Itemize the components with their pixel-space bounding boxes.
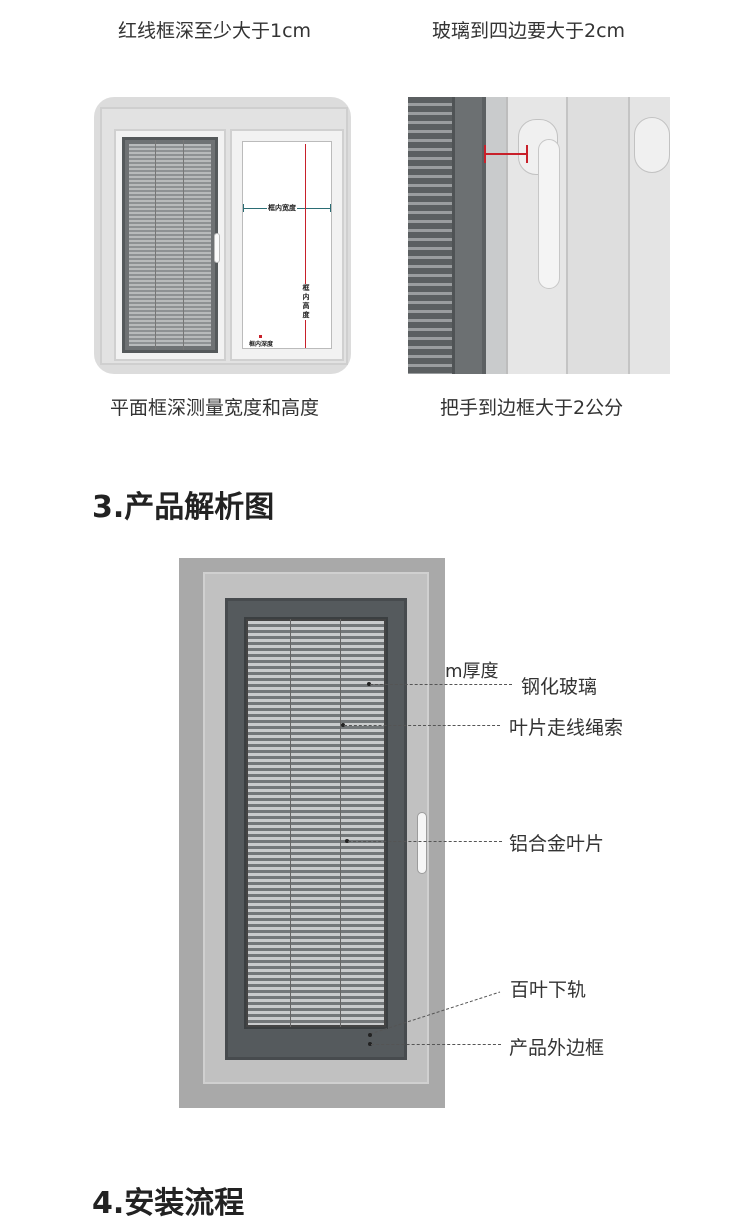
annotation-dot: [368, 1042, 372, 1046]
label-slat-cord: 叶片走线绳索: [509, 717, 624, 739]
diagram-outer-frame: [225, 598, 407, 1060]
diagram-cord: [290, 619, 291, 1027]
annotation-dot: [368, 1033, 372, 1037]
annotation-dot: [341, 723, 345, 727]
left-sash: [114, 129, 226, 361]
label-outer-frame: 产品外边框: [509, 1037, 605, 1059]
right-glass-pane: 框内宽度 框 内 高 度 框内深度: [242, 141, 332, 349]
section-title-product-diagram: 3.产品解析图: [92, 490, 275, 525]
label-tempered-glass: 钢化玻璃: [521, 676, 598, 698]
window-outer-frame: 框内宽度 框 内 高 度 框内深度: [100, 107, 348, 365]
blind-cord: [183, 140, 184, 350]
depth-label: 框内深度: [249, 339, 274, 348]
height-measure-line: [305, 144, 306, 348]
closeup-glass-edge: [486, 97, 506, 374]
width-measure-tick: [330, 204, 331, 212]
closeup-sash: [566, 97, 630, 374]
label-bottom-rail: 百叶下轨: [510, 979, 587, 1001]
annotation-line-bottom-rail: [369, 991, 501, 1035]
caption-handle-distance: 把手到边框大于2公分: [440, 397, 624, 419]
right-sash: 框内宽度 框 内 高 度 框内深度: [230, 129, 344, 361]
diagram-cord: [340, 619, 341, 1027]
caption-frame-depth: 红线框深至少大于1cm: [118, 20, 312, 42]
section-title-install-process: 4.安装流程: [92, 1186, 245, 1221]
height-label-char: 内: [302, 293, 310, 301]
window-handle-left: [214, 233, 220, 263]
diagram-glass: [244, 617, 388, 1029]
width-label: 框内宽度: [267, 203, 297, 213]
truncated-thickness-label: m厚度: [445, 661, 499, 682]
height-label-char: 度: [302, 311, 310, 319]
annotation-dot: [345, 839, 349, 843]
closeup-blind-slats: [408, 97, 452, 374]
gap-measure-line: [484, 153, 528, 155]
handle-knob: [634, 117, 670, 173]
diagram-handle: [417, 812, 427, 874]
diagram-window-frame: [203, 572, 429, 1084]
width-measure-tick: [243, 204, 244, 212]
window-handle: [538, 139, 560, 289]
product-diagram: [179, 558, 445, 1108]
label-aluminum-slat: 铝合金叶片: [509, 833, 605, 855]
closeup-frame: [452, 97, 486, 374]
annotation-line-glass: [370, 684, 512, 685]
annotation-line-slat: [348, 841, 502, 842]
depth-mark: [259, 335, 262, 338]
handle-closeup-photo: [408, 97, 670, 374]
annotation-dot: [367, 682, 371, 686]
annotation-line-outer-frame: [371, 1044, 501, 1045]
blind-slats: [129, 144, 211, 346]
blind-cord: [155, 140, 156, 350]
height-label: 框 内 高 度: [301, 284, 311, 320]
caption-measure-width-height: 平面框深测量宽度和高度: [110, 397, 320, 419]
left-glass-blinds: [122, 137, 218, 353]
gap-measure-tick: [526, 145, 528, 163]
window-measure-photo: 框内宽度 框 内 高 度 框内深度: [94, 97, 351, 374]
height-label-char: 高: [302, 302, 310, 310]
height-label-char: 框: [302, 284, 310, 292]
caption-glass-edge: 玻璃到四边要大于2cm: [432, 20, 626, 42]
diagram-slats: [248, 621, 384, 1025]
gap-measure-tick: [484, 145, 486, 163]
annotation-line-cord: [344, 725, 500, 726]
